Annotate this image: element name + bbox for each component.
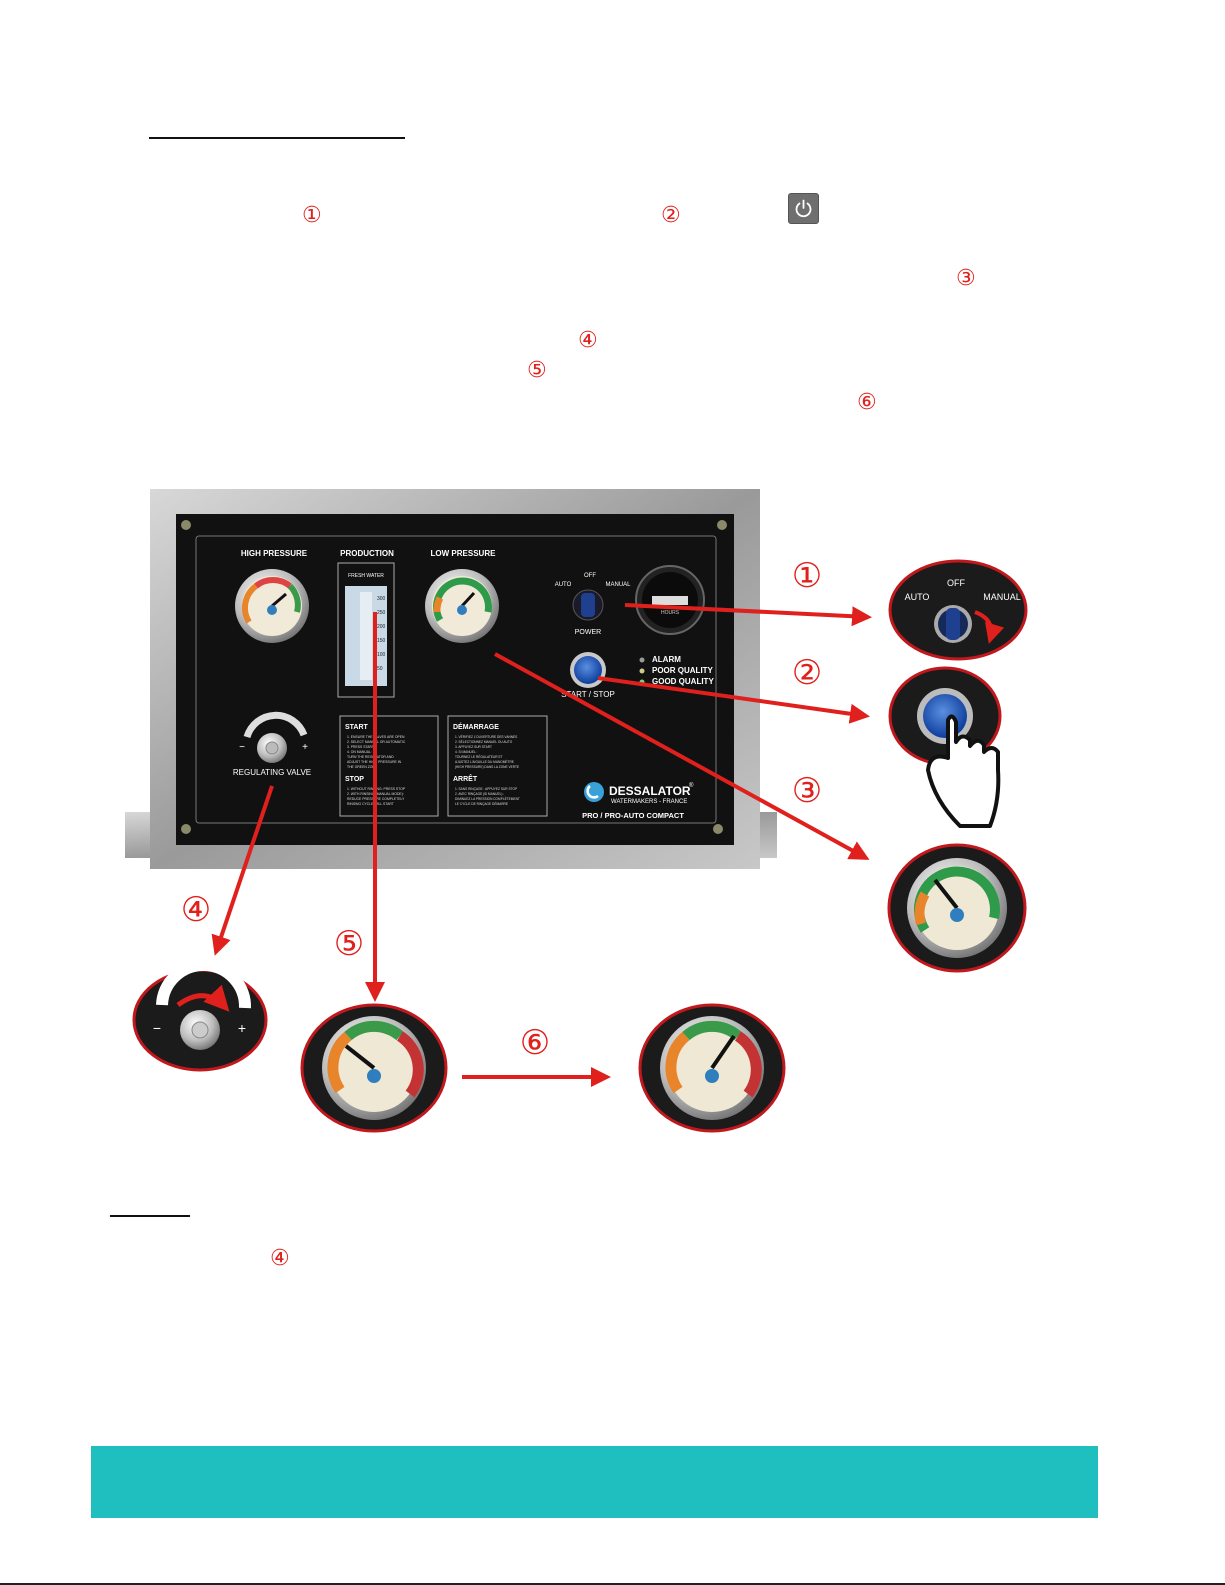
brand-logo <box>584 782 604 802</box>
callout-1: ① <box>792 557 822 595</box>
fr-start-line: 3. APPUYEZ SUR START <box>455 745 492 749</box>
arrow-to-button-zoom <box>597 676 870 724</box>
flow-scale-tick: 300 <box>377 596 386 602</box>
fr-start-title: DÉMARRAGE <box>453 722 499 731</box>
zoom-plus-label: + <box>238 1020 246 1036</box>
zoom-minus-label: − <box>153 1020 161 1036</box>
heading-underline <box>149 137 405 139</box>
step-marker-5: ⑤ <box>527 358 547 383</box>
brand-model: PRO / PRO-AUTO COMPACT <box>582 811 684 820</box>
fr-start-line: 2. SÉLECTIONNEZ MANUEL OU AUTO <box>455 739 513 744</box>
screw <box>181 520 191 530</box>
fr-start-line: 4. SI MANUEL : <box>455 750 477 754</box>
selector-auto-label: AUTO <box>555 582 572 588</box>
arrow-to-lowpressure-zoom <box>494 652 870 860</box>
low-pressure-gauge <box>425 569 499 643</box>
power-icon <box>795 199 812 218</box>
flow-scale-tick: 200 <box>377 624 386 630</box>
en-start-line: TURN THE REGULATOR AND <box>347 755 394 759</box>
en-start-line: THE GREEN ZONE <box>347 765 378 769</box>
callout-2: ② <box>792 654 822 692</box>
step-marker-4: ④ <box>578 328 598 353</box>
arrow-to-selector-zoom <box>624 603 872 627</box>
en-stop-line: RINSING CYCLE WILL START <box>347 802 394 806</box>
regulating-valve[interactable] <box>243 711 308 763</box>
power-selector-switch[interactable]: AUTO OFF MANUAL POWER <box>555 573 631 636</box>
zoom-selector: AUTO OFF MANUAL <box>888 559 1028 661</box>
fr-stop-line: LE CYCLE DE RINÇAGE DÉMARRE <box>455 801 508 806</box>
flowmeter-frame <box>337 562 395 698</box>
fr-stop-title: ARRÊT <box>453 774 478 783</box>
brand-registered: ® <box>689 782 694 789</box>
callout-6: ⑥ <box>520 1024 550 1062</box>
alarm-led <box>639 657 645 663</box>
callout-5: ⑤ <box>334 925 364 963</box>
flow-scale-tick: 100 <box>377 652 386 658</box>
valve-plus-label: + <box>302 742 308 753</box>
production-label: PRODUCTION <box>340 549 394 558</box>
flow-scale-tick: 150 <box>377 638 386 644</box>
step-marker-1: ① <box>302 203 322 228</box>
fresh-water-label: FRESH WATER <box>348 573 384 579</box>
pointing-hand-icon <box>926 714 1001 828</box>
regulating-valve-label: REGULATING VALVE <box>233 768 311 777</box>
power-button[interactable] <box>788 193 819 224</box>
en-start-line: 4. ON MANUAL: <box>347 750 372 754</box>
zoom-start-button <box>888 666 1002 828</box>
zoom-high-pressure-before <box>300 1003 448 1133</box>
screw <box>181 824 191 834</box>
selector-manual-label: MANUAL <box>605 582 631 588</box>
en-stop-title: STOP <box>345 776 364 783</box>
hour-counter-label: HOURS <box>661 610 680 616</box>
fr-start-line: 1. VÉRIFIEZ L'OUVERTURE DES VANNES <box>455 734 517 739</box>
zoom-low-pressure-gauge <box>887 843 1027 973</box>
zoom-auto-label: AUTO <box>905 592 930 602</box>
fr-stop-line: 1. SANS RINÇAGE : APPUYEZ SUR STOP <box>455 787 517 791</box>
arrow-to-valve-zoom <box>211 785 274 956</box>
fr-stop-line: DIMINUEZ LA PRESSION COMPLÈTEMENT <box>455 796 520 801</box>
french-instructions: DÉMARRAGE 1. VÉRIFIEZ L'OUVERTURE DES VA… <box>447 715 548 817</box>
step-marker-6: ⑥ <box>857 390 877 415</box>
brand-name: DESSALATOR <box>609 784 691 798</box>
brand-subtitle: WATERMAKERS - FRANCE <box>611 799 687 805</box>
step-marker-3: ③ <box>956 266 976 291</box>
note-step-marker-4: ④ <box>270 1246 290 1271</box>
zoom-high-pressure-after <box>638 1003 786 1133</box>
start-stop-button[interactable] <box>570 652 606 688</box>
en-start-line: 3. PRESS START <box>347 745 374 749</box>
note-heading-underline <box>110 1215 190 1217</box>
watermaker-illustration: HIGH PRESSURE PRODUCTION FRESH WATER 300… <box>125 489 1028 1133</box>
flow-scale-tick: 250 <box>377 610 386 616</box>
callout-3: ③ <box>792 772 822 810</box>
fr-stop-line: 2. AVEC RINÇAGE (SI MANUEL) : <box>455 792 504 796</box>
zoom-manual-label: MANUAL <box>983 592 1021 602</box>
low-pressure-label: LOW PRESSURE <box>431 549 497 558</box>
poor-quality-label: POOR QUALITY <box>652 666 714 675</box>
zoom-regulating-valve: − + <box>132 958 268 1072</box>
start-stop-label: START / STOP <box>561 690 615 699</box>
en-start-title: START <box>345 724 369 731</box>
selector-off-label: OFF <box>584 573 596 579</box>
footer-band <box>91 1446 1098 1518</box>
fr-start-line: AJUSTEZ L'AIGUILLE DU MANOMÈTRE <box>455 759 514 764</box>
screw <box>717 520 727 530</box>
poor-quality-led <box>639 668 645 674</box>
flow-scale-tick: 50 <box>377 666 383 672</box>
selector-power-label: POWER <box>575 629 601 636</box>
high-pressure-label: HIGH PRESSURE <box>241 549 308 558</box>
valve-minus-label: − <box>239 742 245 753</box>
alarm-label: ALARM <box>652 655 681 664</box>
fr-start-line: (HIGH PRESSURE) DANS LA ZONE VERTE <box>455 765 519 769</box>
page-bottom-rule <box>0 1583 1225 1585</box>
good-quality-label: GOOD QUALITY <box>652 677 714 686</box>
zoom-off-label: OFF <box>947 578 965 588</box>
high-pressure-gauge <box>235 569 309 643</box>
hour-counter: HOURS <box>635 565 705 635</box>
fr-start-line: TOURNEZ LE RÉGULATEUR ET <box>455 754 503 759</box>
callout-4: ④ <box>181 891 211 929</box>
screw <box>713 824 723 834</box>
step-marker-2: ② <box>661 203 681 228</box>
